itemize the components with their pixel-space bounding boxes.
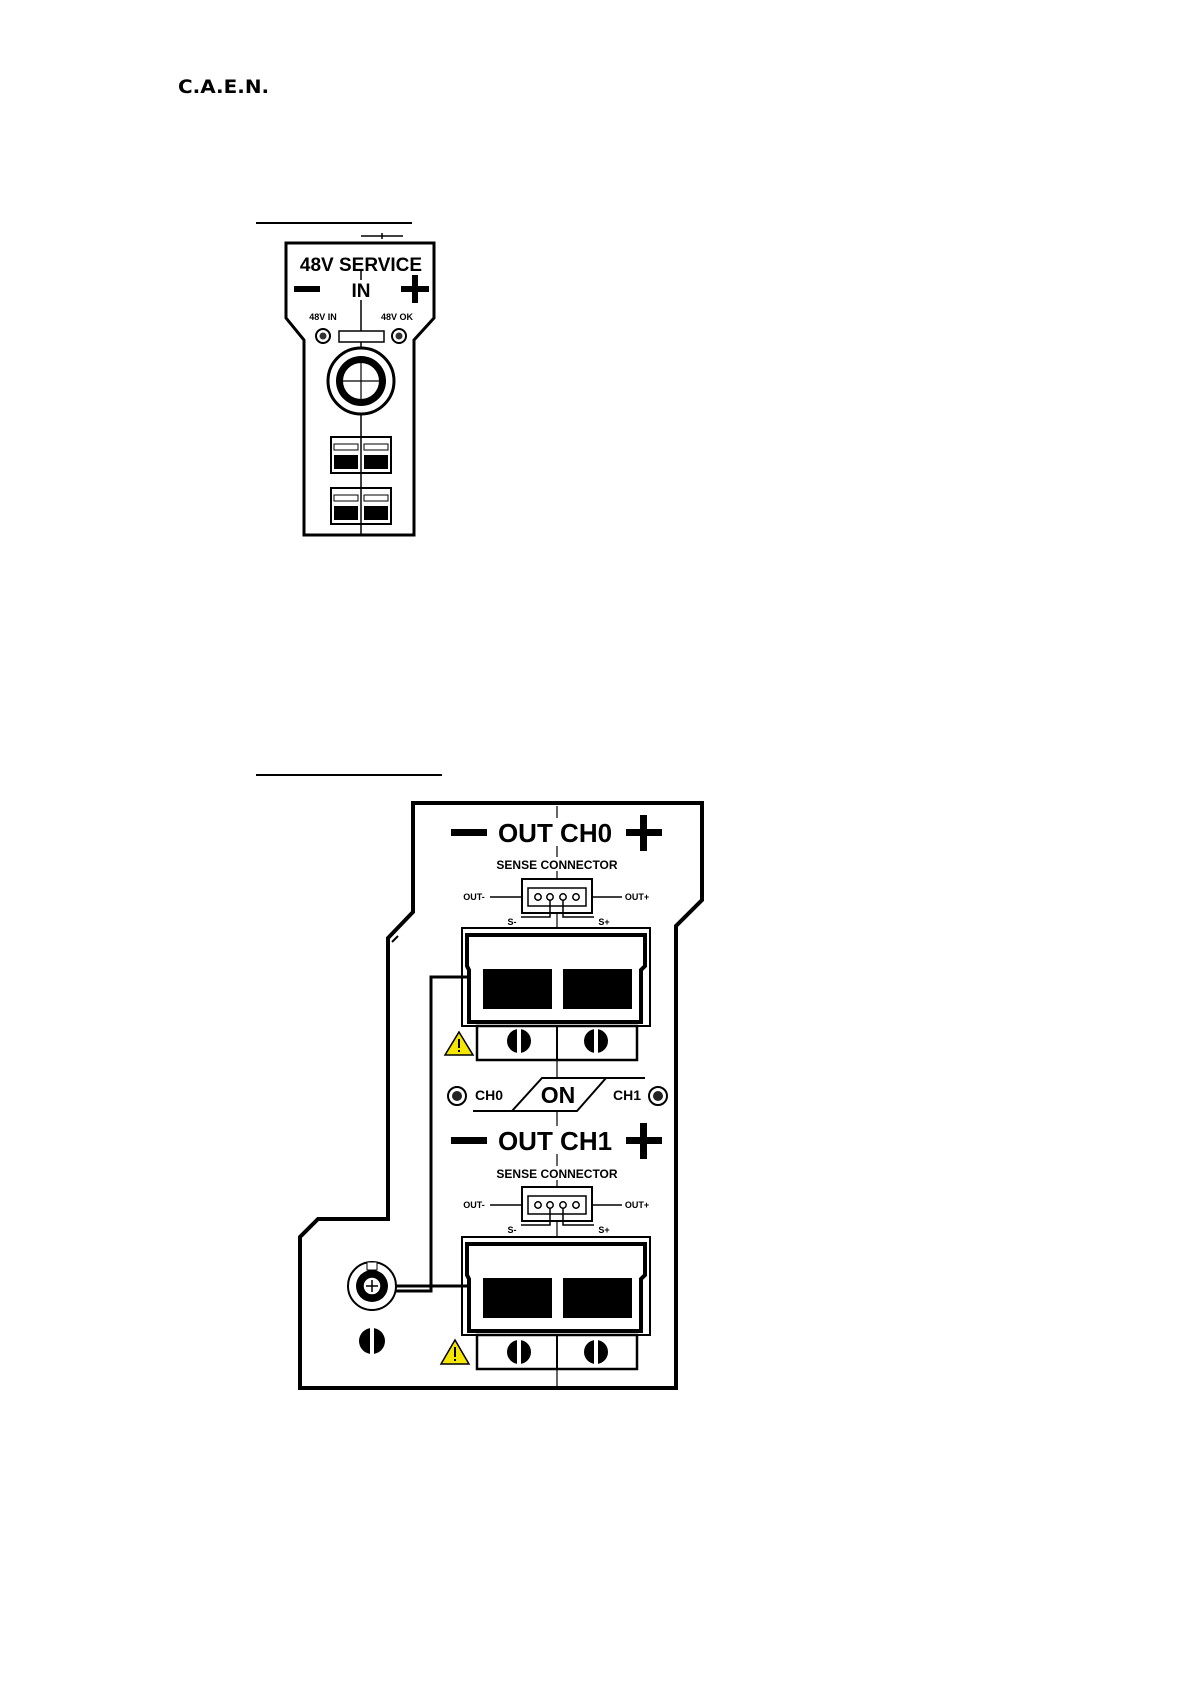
led-48v-in-icon	[316, 329, 330, 343]
led-ch0-icon	[448, 1087, 466, 1105]
ch0-out-plus-label: OUT+	[625, 892, 649, 902]
ch0-sense-label: SENSE CONNECTOR	[496, 858, 617, 872]
led-label-48v-ok: 48V OK	[381, 312, 414, 322]
power-connector-upper-icon	[331, 437, 391, 473]
led-48v-ok-icon	[392, 329, 406, 343]
ch0-s-minus-label: S-	[508, 917, 517, 927]
ch0-screw-left-icon	[507, 1029, 531, 1053]
ch0-sense-connector-icon	[490, 879, 622, 917]
minus-icon	[294, 286, 320, 292]
led-ch1-icon	[649, 1087, 667, 1105]
ch1-screw-right-icon	[584, 1340, 608, 1364]
ground-screw-icon	[359, 1328, 385, 1354]
service-panel: 48V SERVICE IN 48V IN 48V OK	[286, 233, 434, 535]
ch1-sense-connector-icon	[490, 1187, 622, 1225]
ch1-sense-label: SENSE CONNECTOR	[496, 1167, 617, 1181]
ch1-label: OUT CH1	[498, 1126, 612, 1156]
output-panel: OUT CH0 SENSE CONNECTOR OUT- OUT+ S- S+	[300, 803, 702, 1388]
ch1-out-minus-label: OUT-	[463, 1200, 485, 1210]
on-ch1-label: CH1	[613, 1087, 641, 1103]
ch0-label: OUT CH0	[498, 818, 612, 848]
ch1-s-plus-label: S+	[598, 1225, 609, 1235]
ch0-plus-icon	[626, 815, 662, 851]
on-ch0-label: CH0	[475, 1087, 503, 1103]
power-connector-lower-icon	[331, 488, 391, 524]
ch1-minus-icon	[451, 1137, 487, 1144]
ch1-warning-icon	[441, 1340, 469, 1364]
rotary-knob-icon	[328, 348, 394, 414]
ch0-power-output-connector-icon	[462, 928, 650, 1026]
ch0-minus-icon	[451, 829, 487, 836]
service-title: 48V SERVICE	[300, 255, 422, 276]
ch0-s-plus-label: S+	[598, 917, 609, 927]
ch0-out-minus-label: OUT-	[463, 892, 485, 902]
ground-terminal-icon	[348, 1262, 396, 1310]
ch1-plus-icon	[626, 1123, 662, 1159]
plus-icon	[401, 275, 429, 303]
ch1-out-plus-label: OUT+	[625, 1200, 649, 1210]
ch1-s-minus-label: S-	[508, 1225, 517, 1235]
led-label-48v-in: 48V IN	[309, 312, 337, 322]
ch1-power-output-connector-icon	[462, 1237, 650, 1335]
ch0-warning-icon	[445, 1032, 473, 1055]
on-label: ON	[541, 1082, 576, 1108]
ch1-terminal-block	[477, 1335, 637, 1369]
ch0-terminal-block	[477, 1026, 637, 1060]
ch0-screw-right-icon	[584, 1029, 608, 1053]
input-label: IN	[352, 281, 371, 302]
ch1-screw-left-icon	[507, 1340, 531, 1364]
fuse-icon	[339, 331, 384, 342]
